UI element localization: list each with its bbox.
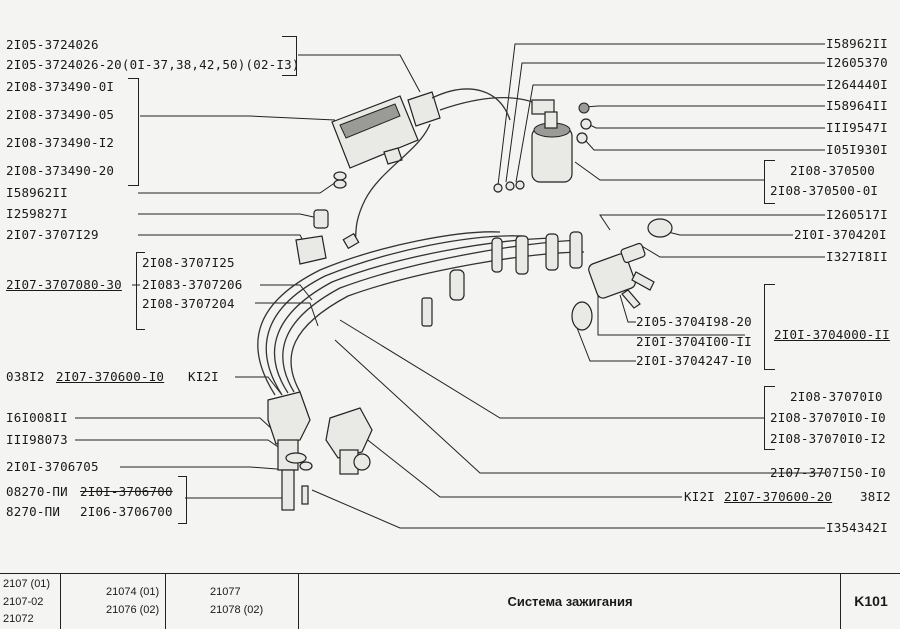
label-l10: 2I07-3707080-30 — [6, 277, 122, 292]
footer-divider-2 — [165, 574, 166, 629]
label-l12: 2I083-3707206 — [142, 277, 243, 292]
ignition-coil — [531, 111, 573, 183]
model-2107-01: 2107 (01) — [3, 578, 51, 590]
label-r7: 2I08-370500 — [790, 163, 875, 178]
footer-divider-1 — [60, 574, 61, 629]
label-r19: 2I07-3707I50-I0 — [770, 465, 886, 480]
label-l15: I6I008II — [6, 410, 68, 425]
label-r20c: 38I2 — [860, 489, 891, 504]
label-l18a: 08270-ПИ — [6, 484, 68, 499]
switch-module — [331, 91, 441, 169]
model-21078-02: 21078 (02) — [210, 604, 264, 616]
bracket-l1 — [282, 36, 297, 76]
label-l19b: 2I06-3706700 — [80, 504, 173, 519]
label-r16: 2I08-37070I0 — [790, 389, 883, 404]
label-r3: I264440I — [826, 77, 888, 92]
label-l2: 2I05-3724026-20(0I-37,38,42,50)(02-I3) — [6, 57, 300, 72]
label-l3: 2I08-373490-0I — [6, 79, 115, 94]
label-r17: 2I08-37070I0-I0 — [770, 410, 886, 425]
ht-wire-bundle — [257, 231, 585, 396]
label-r14: 2I0I-3704I00-II — [636, 334, 752, 349]
label-l17: 2I0I-3706705 — [6, 459, 99, 474]
bracket-l2 — [128, 78, 139, 186]
label-r13: 2I0I-3704000-II — [774, 327, 890, 342]
label-r20b: 2I07-370600-20 — [724, 489, 833, 504]
label-l4: 2I08-373490-05 — [6, 107, 115, 122]
label-r10: 2I0I-370420I — [794, 227, 887, 242]
bracket-l3 — [136, 252, 145, 330]
label-r20a: KI2I — [684, 489, 715, 504]
label-r21: I354342I — [826, 520, 888, 535]
label-l6: 2I08-373490-20 — [6, 163, 115, 178]
diagram-drawing — [75, 43, 825, 529]
label-r18: 2I08-37070I0-I2 — [770, 431, 886, 446]
label-r4: I58964II — [826, 98, 888, 113]
label-r9: I260517I — [826, 207, 888, 222]
label-l18b: 2I0I-3706700 — [80, 484, 173, 499]
label-r2: I2605370 — [826, 55, 888, 70]
model-21077: 21077 — [210, 586, 241, 598]
footer-bar: 2107 (01) 2107-02 21072 21074 (01) 21076… — [0, 573, 900, 629]
label-l5: 2I08-373490-I2 — [6, 135, 115, 150]
label-l1: 2I05-3724026 — [6, 37, 99, 52]
model-21072: 21072 — [3, 613, 34, 625]
label-l14a: 038I2 — [6, 369, 45, 384]
label-l16: III98073 — [6, 432, 68, 447]
footer-divider-3 — [298, 574, 299, 629]
distributor-right — [325, 407, 373, 475]
bracket-r3 — [764, 386, 775, 450]
page-title: Система зажигания — [507, 594, 633, 609]
label-l11: 2I08-3707I25 — [142, 255, 235, 270]
model-21076-02: 21076 (02) — [106, 604, 160, 616]
label-r6: I05I930I — [826, 142, 888, 157]
label-l9: 2I07-3707I29 — [6, 227, 99, 242]
bracket-r2 — [764, 284, 775, 370]
label-l14b: 2I07-370600-I0 — [56, 369, 165, 384]
label-l7: I58962II — [6, 185, 68, 200]
distributor-left — [267, 391, 313, 511]
label-r11: I327I8II — [826, 249, 888, 264]
label-l13: 2I08-3707204 — [142, 296, 235, 311]
right-leader-lines — [311, 43, 825, 529]
label-l14c: KI2I — [188, 369, 219, 384]
model-21074-01: 21074 (01) — [106, 586, 160, 598]
label-r8: 2I08-370500-0I — [770, 183, 879, 198]
footer-divider-4 — [840, 574, 841, 629]
label-r12: 2I05-3704I98-20 — [636, 314, 752, 329]
page-code: K101 — [854, 593, 888, 609]
bracket-r1 — [764, 160, 775, 204]
label-l19a: 8270-ПИ — [6, 504, 61, 519]
label-l8: I259827I — [6, 206, 68, 221]
model-2107-02: 2107-02 — [3, 596, 44, 608]
label-r5: III9547I — [826, 120, 888, 135]
label-r1: I58962II — [826, 36, 888, 51]
ignition-switch — [571, 218, 673, 331]
label-r15: 2I0I-3704247-I0 — [636, 353, 752, 368]
bracket-l4 — [178, 476, 187, 524]
